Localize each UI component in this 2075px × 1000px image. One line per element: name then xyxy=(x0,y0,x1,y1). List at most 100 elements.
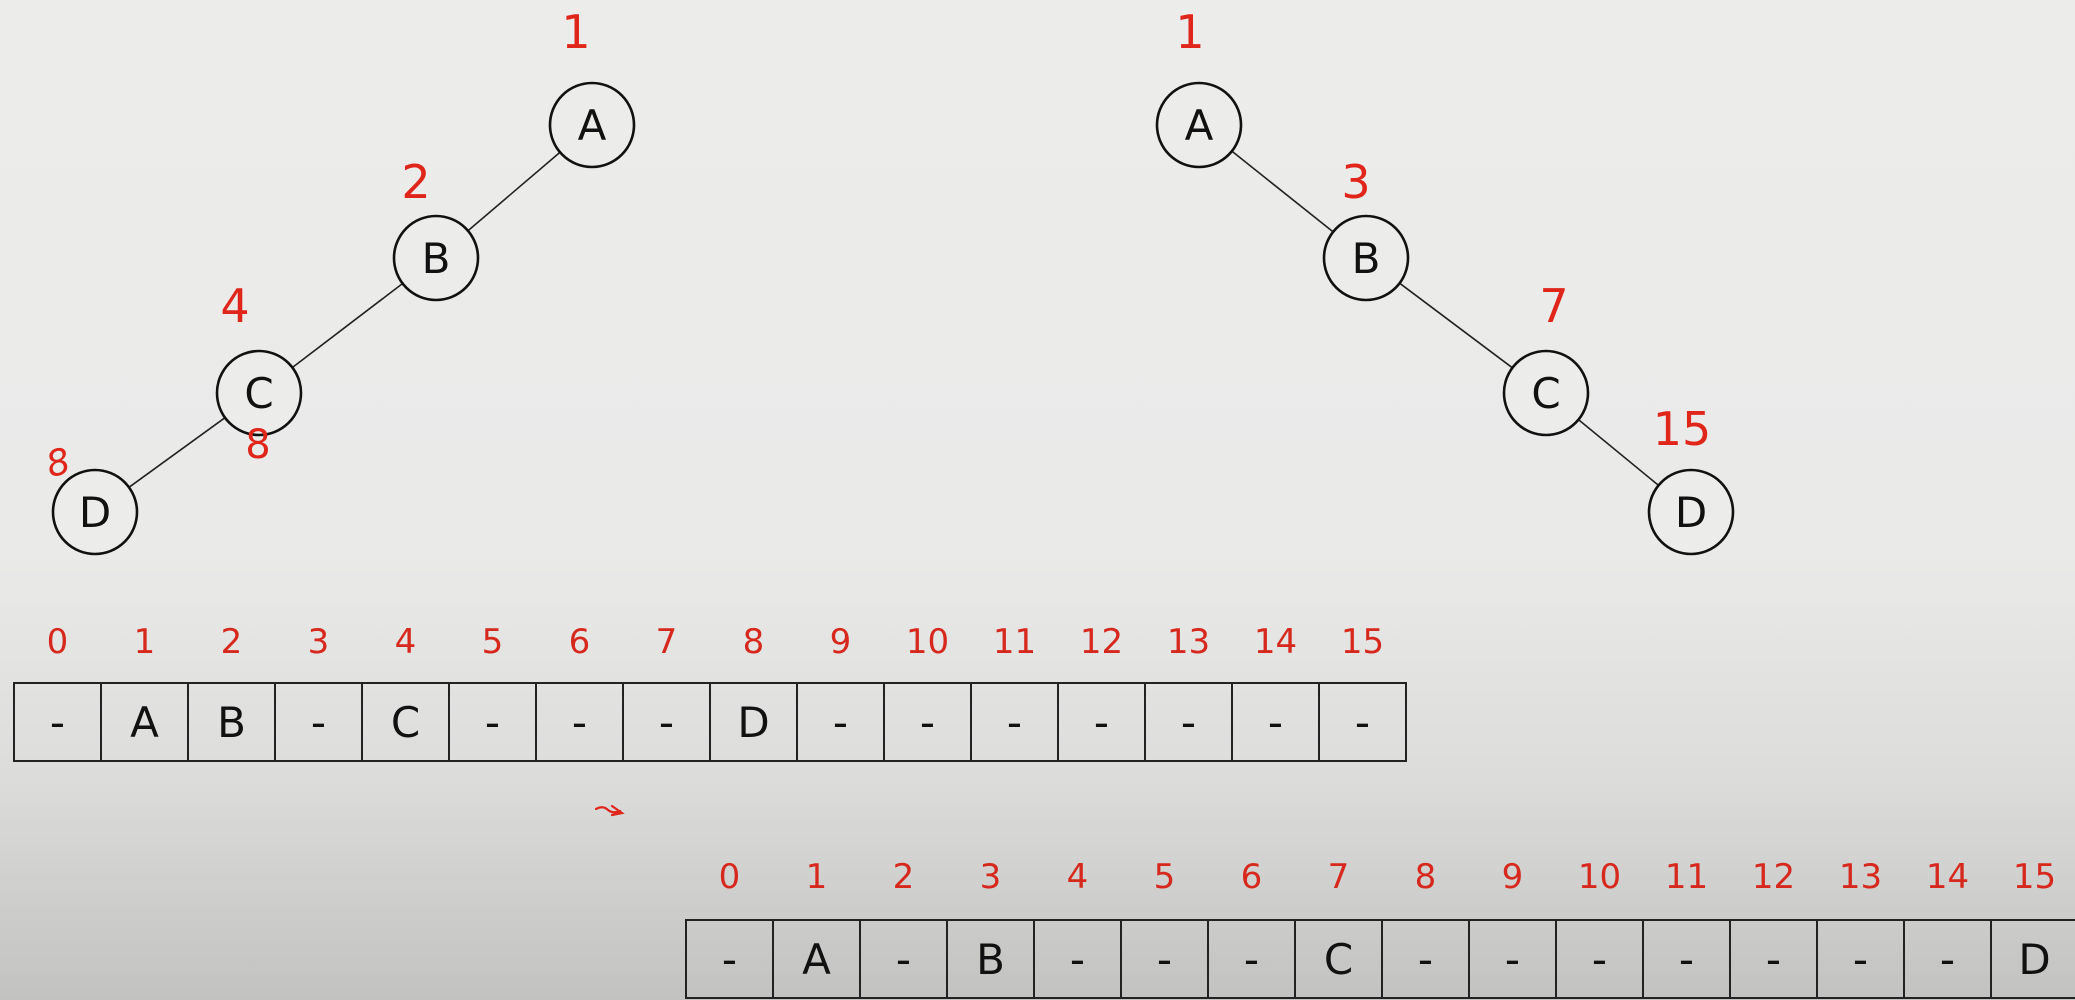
array-cell: - xyxy=(1033,919,1122,999)
array-cell: B xyxy=(946,919,1035,999)
tree-node-c: C xyxy=(1502,349,1590,437)
array-index: 4 xyxy=(1067,857,1089,897)
array-index: 13 xyxy=(1839,857,1882,897)
array-cell-value: - xyxy=(1766,935,1781,984)
array-index: 10 xyxy=(1578,857,1621,897)
array-cell-value: - xyxy=(1940,935,1955,984)
array-cell-value: - xyxy=(1355,698,1370,747)
array-cell-value: - xyxy=(1070,935,1085,984)
node-number-b: 3 xyxy=(1341,155,1370,209)
array-cell: - xyxy=(1555,919,1644,999)
array-index: 0 xyxy=(719,857,741,897)
array-cell-value: B xyxy=(976,935,1005,984)
array-index: 10 xyxy=(906,622,949,662)
node-circle xyxy=(1155,81,1243,169)
array-cell-value: A xyxy=(130,698,159,747)
array-cell: - xyxy=(883,682,972,762)
array-cell-value: - xyxy=(833,698,848,747)
array-cell: - xyxy=(1120,919,1209,999)
array-cell-value: - xyxy=(1268,698,1283,747)
annotation-below-c: 8 xyxy=(245,422,270,468)
node-number-c: 7 xyxy=(1539,279,1568,333)
array-index: 8 xyxy=(1415,857,1437,897)
array-index: 4 xyxy=(395,622,417,662)
array-cell-value: - xyxy=(50,698,65,747)
node-label: C xyxy=(244,369,273,418)
array-index: 2 xyxy=(221,622,243,662)
node-number-c: 4 xyxy=(220,279,249,333)
array-cell: - xyxy=(1318,682,1407,762)
array-cell: - xyxy=(13,682,102,762)
array-cell-value: - xyxy=(722,935,737,984)
array-cell: - xyxy=(1642,919,1731,999)
array-index: 9 xyxy=(830,622,852,662)
array-cell: - xyxy=(1903,919,1992,999)
array-cell-value: D xyxy=(2018,935,2050,984)
array-index: 7 xyxy=(1328,857,1350,897)
array-index: 5 xyxy=(1154,857,1176,897)
array-index: 3 xyxy=(308,622,330,662)
array-index: 1 xyxy=(806,857,828,897)
array-index: 8 xyxy=(743,622,765,662)
array-cell-value: - xyxy=(896,935,911,984)
array-index: 12 xyxy=(1080,622,1123,662)
array-cell: - xyxy=(274,682,363,762)
annotation-scribble-near-d: 8 xyxy=(42,441,74,486)
array-cell-value: C xyxy=(1324,935,1353,984)
node-circle xyxy=(1502,349,1590,437)
array-cell-value: C xyxy=(391,698,420,747)
array-cell-value: - xyxy=(572,698,587,747)
node-circle xyxy=(215,349,303,437)
array-cell-value: - xyxy=(1679,935,1694,984)
edge-c-d xyxy=(128,417,226,488)
array-cell: - xyxy=(1381,919,1470,999)
array-index: 3 xyxy=(980,857,1002,897)
node-number-a: 1 xyxy=(561,5,590,59)
array-cell-value: - xyxy=(1853,935,1868,984)
array-cell: - xyxy=(1816,919,1905,999)
edge-a-b xyxy=(1231,150,1334,233)
tree-node-d: D xyxy=(1647,468,1735,556)
right-tree-edges xyxy=(1231,150,1660,486)
array-cell-value: D xyxy=(737,698,769,747)
tree-node-b: B xyxy=(1322,214,1410,302)
array-cell: - xyxy=(1144,682,1233,762)
array-cell-value: - xyxy=(659,698,674,747)
array-cell-value: - xyxy=(311,698,326,747)
array-cell: C xyxy=(361,682,450,762)
array-cell-value: - xyxy=(920,698,935,747)
array-cell-value: - xyxy=(1244,935,1259,984)
array-cell: - xyxy=(1468,919,1557,999)
node-number-b: 2 xyxy=(401,155,430,209)
node-label: D xyxy=(1675,488,1707,537)
node-label: B xyxy=(1352,234,1381,283)
array-cell: - xyxy=(448,682,537,762)
array-cell: - xyxy=(1231,682,1320,762)
array-index: 6 xyxy=(1241,857,1263,897)
tree-node-a: A xyxy=(548,81,636,169)
array-cell-value: - xyxy=(1181,698,1196,747)
array-index: 12 xyxy=(1752,857,1795,897)
array-cell-value: - xyxy=(1592,935,1607,984)
annotation-pen-mark xyxy=(594,804,625,817)
node-number-d: 15 xyxy=(1653,402,1712,456)
array-index: 0 xyxy=(47,622,69,662)
left-tree-edges xyxy=(128,151,561,488)
node-label: C xyxy=(1531,369,1560,418)
array-cell: A xyxy=(100,682,189,762)
tree-node-d: D xyxy=(51,468,139,556)
array-cell: D xyxy=(1990,919,2075,999)
node-label: D xyxy=(79,488,111,537)
array-cell-value: - xyxy=(1094,698,1109,747)
array-cell-value: A xyxy=(802,935,831,984)
array-cell: - xyxy=(796,682,885,762)
array-index: 15 xyxy=(2013,857,2056,897)
array-index: 6 xyxy=(569,622,591,662)
array-index: 7 xyxy=(656,622,678,662)
array-cell: - xyxy=(1729,919,1818,999)
array-cell: A xyxy=(772,919,861,999)
